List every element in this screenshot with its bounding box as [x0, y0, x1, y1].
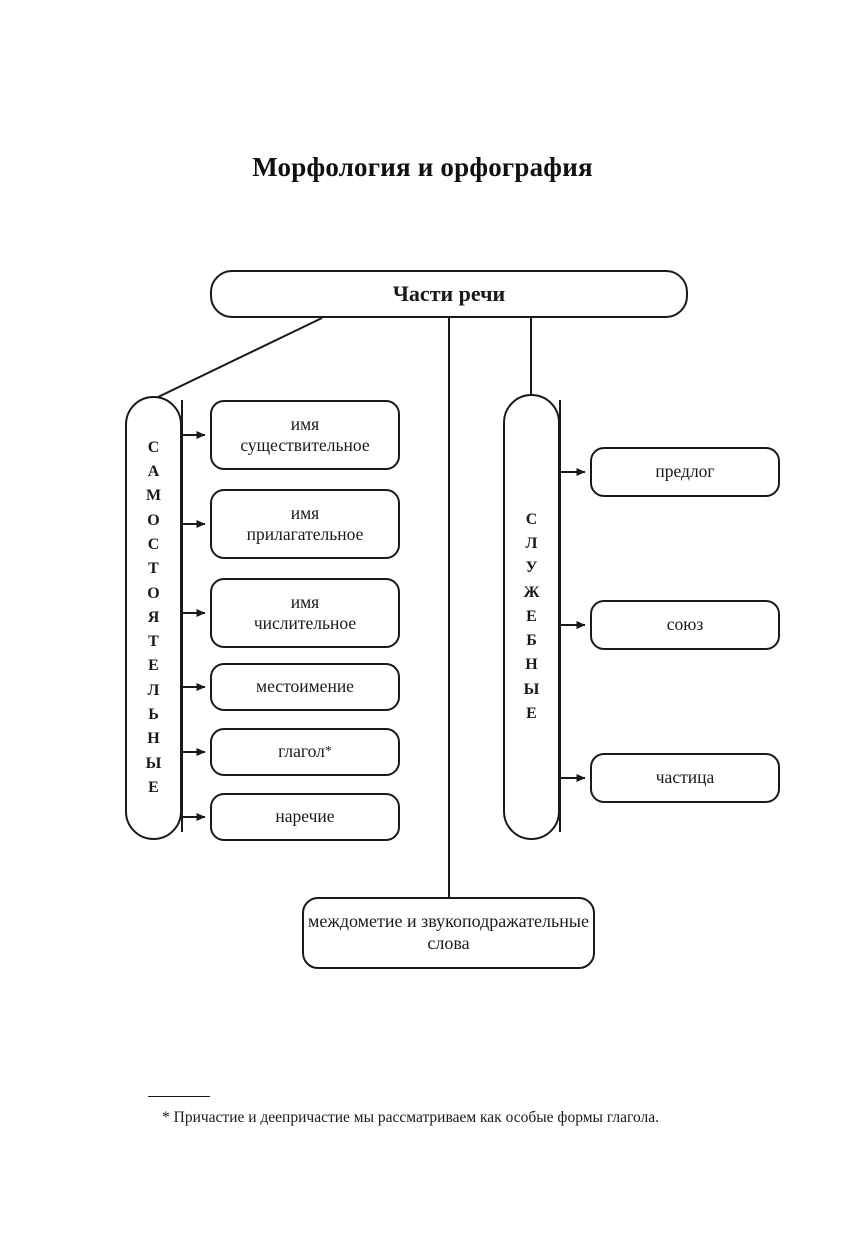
- node-adverb-label: наречие: [275, 806, 335, 827]
- node-numeral-label: имя числительное: [254, 592, 356, 635]
- node-interjection-line2: и звукоподражательные слова: [407, 911, 589, 953]
- letter: Ь: [148, 706, 159, 724]
- group-auxiliary-label: С Л У Ж Е Б Н Ы Е: [524, 508, 540, 727]
- letter: Я: [147, 608, 160, 626]
- letter: Е: [148, 657, 159, 675]
- group-independent-label: С А М О С Т О Я Т Е Л Ь Н Ы Е: [146, 436, 162, 801]
- letter: Ы: [523, 680, 540, 698]
- node-pronoun[interactable]: местоимение: [210, 663, 400, 711]
- letter: У: [525, 559, 538, 577]
- node-interjection[interactable]: междометие и звукоподражательные слова: [302, 897, 595, 969]
- letter: Ж: [523, 583, 540, 601]
- letter: Е: [148, 779, 159, 797]
- node-pronoun-label: местоимение: [256, 676, 354, 697]
- node-verb-label: глагол: [278, 741, 325, 762]
- node-adverb[interactable]: наречие: [210, 793, 400, 841]
- node-interjection-line1: междометие: [308, 911, 403, 932]
- letter: Н: [525, 656, 538, 674]
- letter: Ы: [145, 754, 162, 772]
- node-noun-line1: имя: [290, 413, 320, 434]
- node-particle-label: частица: [655, 767, 715, 788]
- node-conjunction[interactable]: союз: [590, 600, 780, 650]
- letter: Л: [147, 681, 160, 699]
- node-conjunction-label: союз: [666, 614, 704, 635]
- letter: С: [147, 438, 160, 456]
- node-numeral[interactable]: имя числительное: [210, 578, 400, 648]
- node-numeral-line2: числительное: [253, 613, 357, 633]
- node-verb[interactable]: глагол*: [210, 728, 400, 776]
- node-preposition-label: предлог: [655, 461, 715, 482]
- node-noun-line2: существительное: [240, 435, 370, 455]
- node-adjective[interactable]: имя прилагательное: [210, 489, 400, 559]
- letter: Е: [526, 607, 537, 625]
- group-auxiliary-parts[interactable]: С Л У Ж Е Б Н Ы Е: [503, 394, 560, 840]
- letter: О: [147, 584, 160, 602]
- node-noun[interactable]: имя существительное: [210, 400, 400, 470]
- node-preposition[interactable]: предлог: [590, 447, 780, 497]
- node-parts-of-speech-label: Части речи: [392, 280, 506, 306]
- node-numeral-line1: имя: [290, 591, 320, 612]
- letter: Е: [526, 705, 537, 723]
- group-independent-parts[interactable]: С А М О С Т О Я Т Е Л Ь Н Ы Е: [125, 396, 182, 840]
- page-title: Морфология и орфография: [252, 152, 593, 182]
- node-particle[interactable]: частица: [590, 753, 780, 803]
- letter: Б: [526, 632, 537, 650]
- letter: Т: [148, 633, 159, 651]
- letter: О: [147, 511, 160, 529]
- node-adjective-line2: прилагательное: [246, 524, 364, 544]
- node-interjection-label: междометие и звукоподражательные слова: [304, 911, 593, 955]
- node-adjective-label: имя прилагательное: [247, 503, 364, 546]
- letter: С: [525, 510, 538, 528]
- footnote-text: * Причастие и деепричастие мы рассматрив…: [162, 1109, 660, 1126]
- node-noun-label: имя существительное: [240, 414, 369, 457]
- letter: Т: [148, 560, 159, 578]
- letter: С: [147, 535, 160, 553]
- node-adjective-line1: имя: [290, 502, 320, 523]
- footnote-divider: [148, 1096, 210, 1097]
- letter: А: [147, 462, 160, 480]
- node-parts-of-speech[interactable]: Части речи: [210, 270, 688, 318]
- letter: Л: [525, 534, 538, 552]
- letter: Н: [147, 730, 160, 748]
- connector-root-to-independent: [155, 317, 323, 399]
- letter: М: [145, 487, 162, 505]
